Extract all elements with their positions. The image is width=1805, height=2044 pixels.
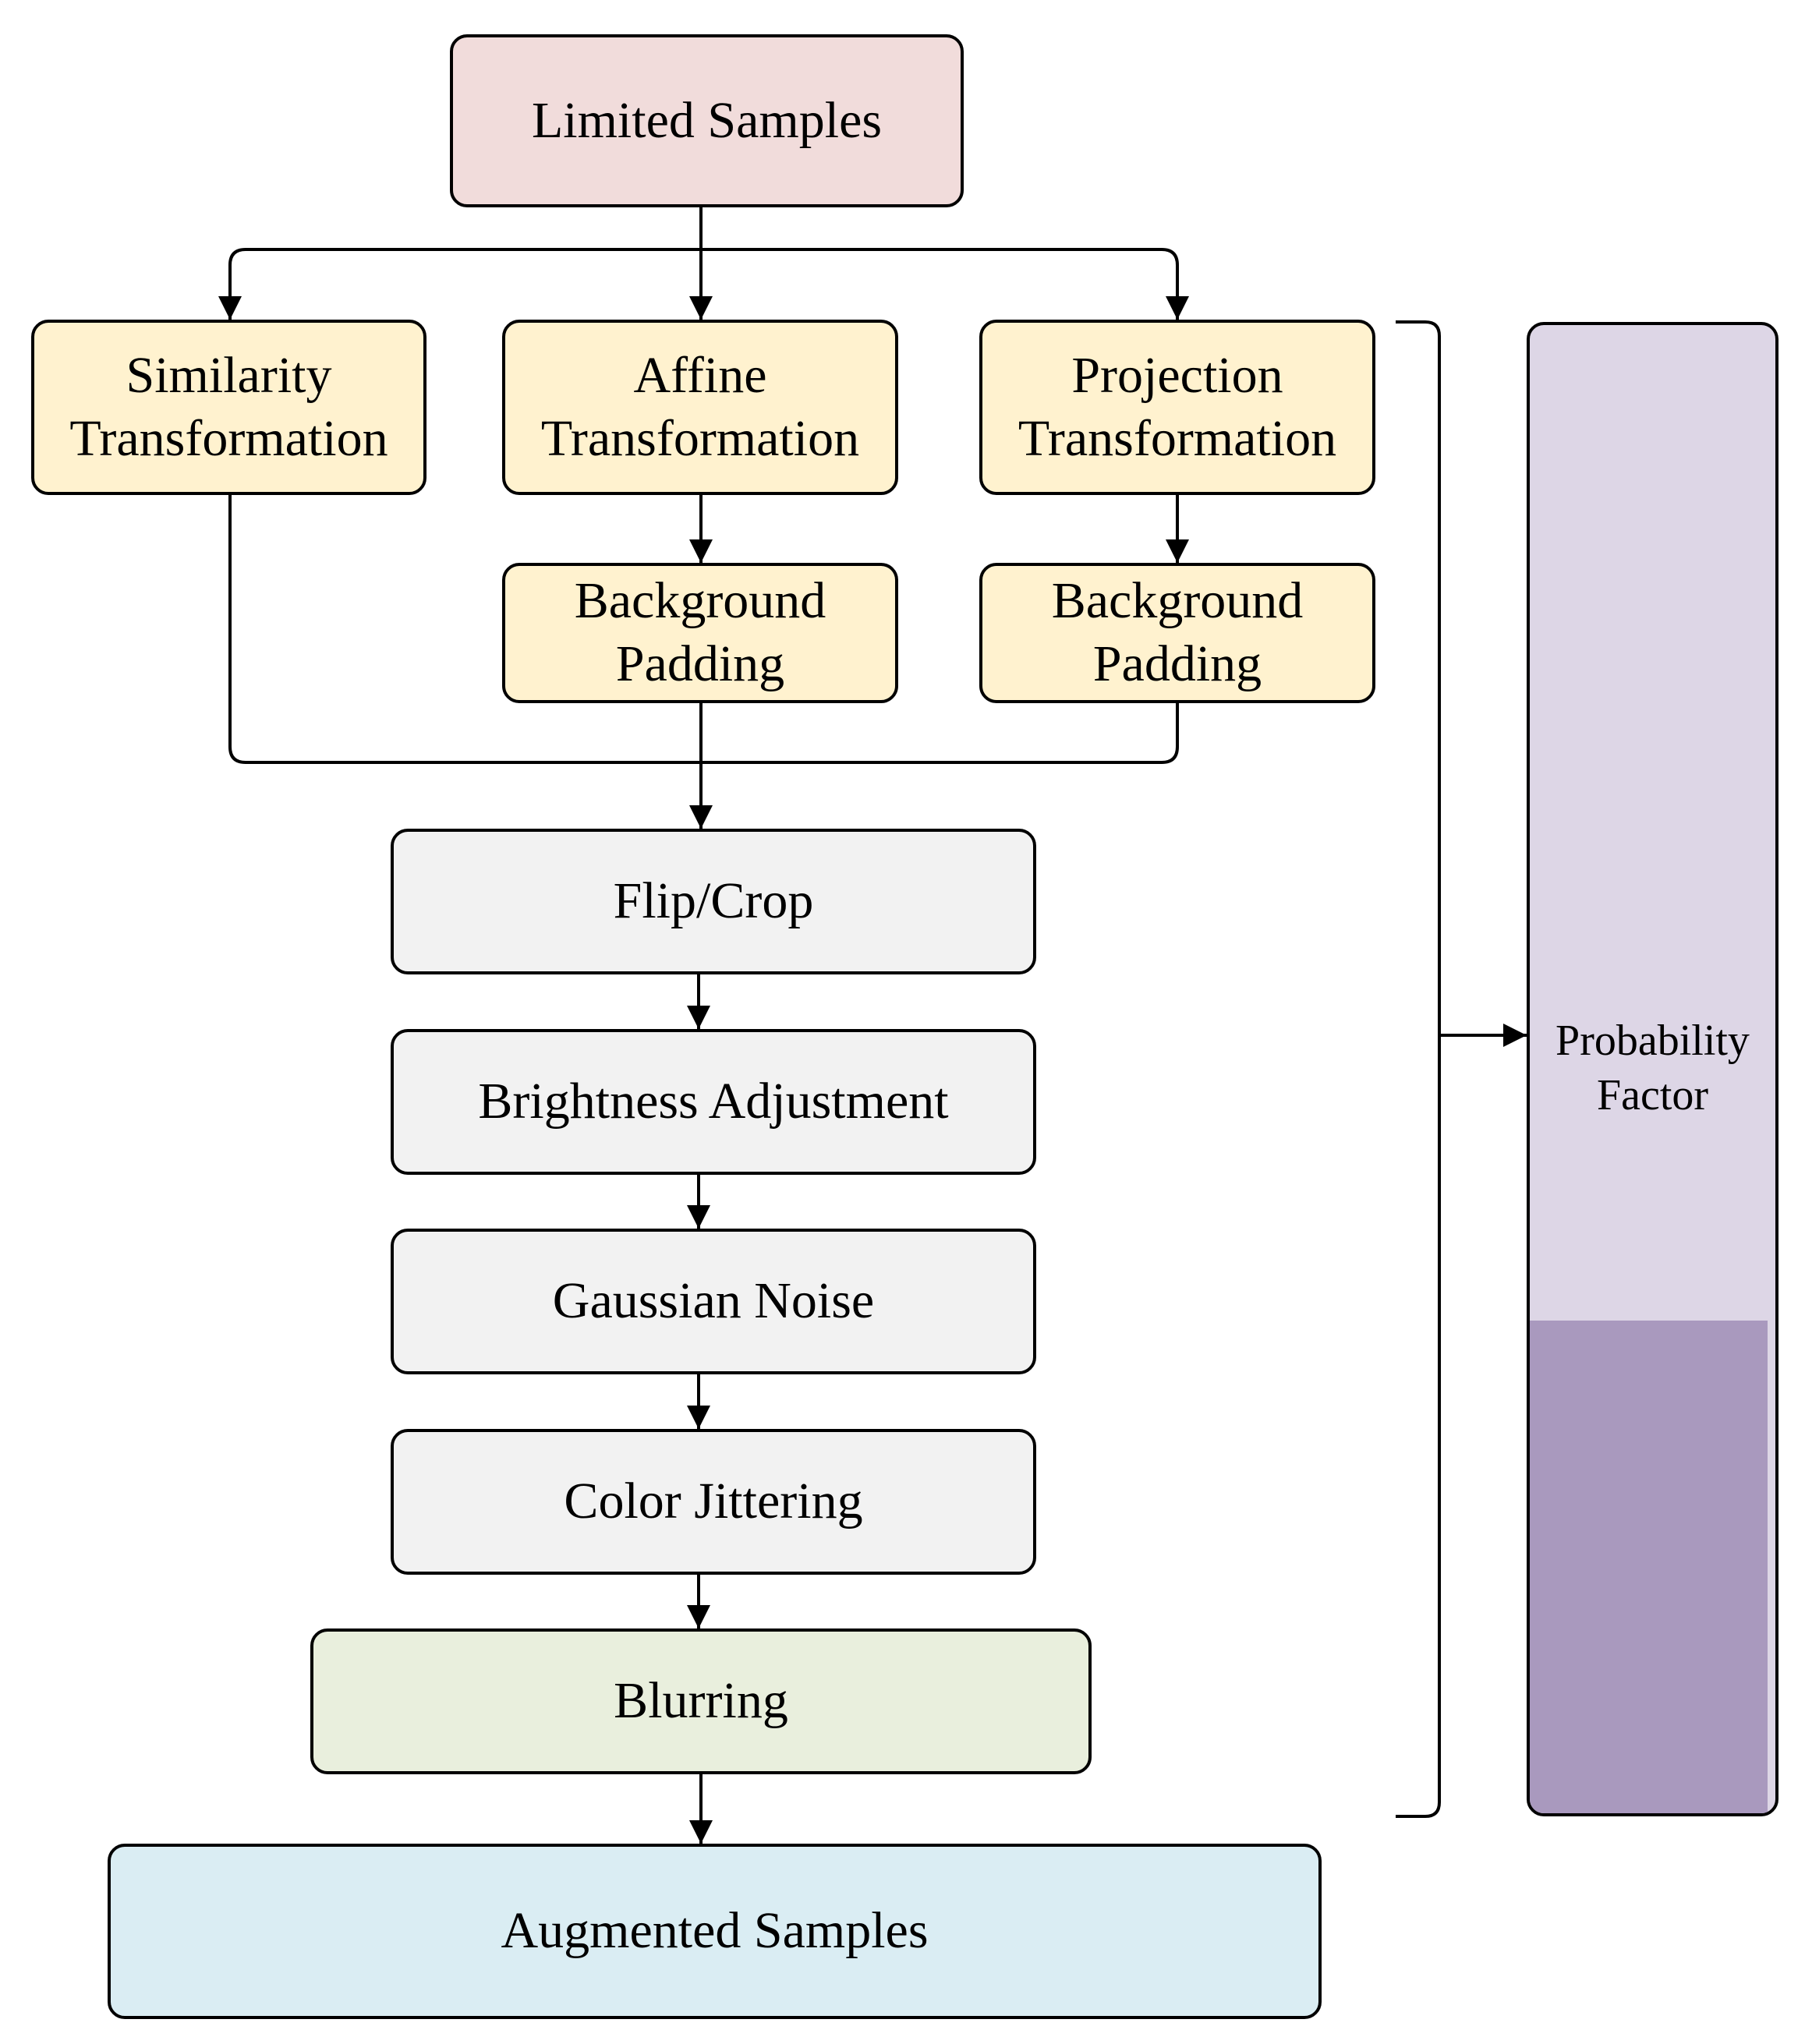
background-padding-projection-box: Background Padding (979, 563, 1375, 703)
similarity-label-line2: Transformation (69, 409, 388, 467)
probability-factor-fill (1530, 1321, 1768, 1813)
limited-samples-box: Limited Samples (450, 34, 964, 207)
merge-similarity (228, 493, 701, 764)
affine-label-line1: Affine (633, 346, 767, 404)
color-jittering-box: Color Jittering (391, 1429, 1036, 1575)
background-padding-affine-box: Background Padding (502, 563, 898, 703)
gaussian-noise-box: Gaussian Noise (391, 1229, 1036, 1374)
blurring-label: Blurring (614, 1672, 788, 1730)
similarity-label-line1: Similarity (126, 346, 332, 404)
color-jittering-label: Color Jittering (564, 1473, 863, 1530)
probability-label-line1: Probability (1555, 1017, 1750, 1065)
branch-to-similarity (218, 248, 701, 320)
gaussian-noise-label: Gaussian Noise (552, 1272, 875, 1330)
projection-label-line1: Projection (1071, 346, 1283, 404)
projection-label-line2: Transformation (1018, 409, 1337, 467)
bg-padding-affine-line2: Padding (615, 635, 785, 692)
projection-transformation-box: Projection Transformation (979, 320, 1375, 495)
brightness-label: Brightness Adjustment (478, 1073, 949, 1130)
probability-factor-bar (1527, 322, 1778, 1816)
similarity-transformation-box: Similarity Transformation (31, 320, 426, 495)
bg-padding-projection-line1: Background (1051, 572, 1304, 630)
range-brace (1396, 320, 1441, 1818)
probability-label-line2: Factor (1596, 1071, 1709, 1119)
flip-crop-box: Flip/Crop (391, 829, 1036, 974)
limited-samples-label: Limited Samples (531, 91, 883, 149)
bg-padding-affine-line1: Background (574, 572, 826, 630)
merge-projection (701, 702, 1179, 764)
flip-crop-label: Flip/Crop (613, 872, 814, 930)
bg-padding-projection-line2: Padding (1092, 635, 1262, 692)
blurring-box: Blurring (310, 1628, 1092, 1774)
branch-to-projection (701, 248, 1189, 320)
probability-factor-label: Probability Factor (1527, 1013, 1778, 1123)
augmented-samples-box: Augmented Samples (108, 1844, 1322, 2019)
brightness-adjustment-box: Brightness Adjustment (391, 1029, 1036, 1175)
affine-transformation-box: Affine Transformation (502, 320, 898, 495)
augmented-samples-label: Augmented Samples (501, 1902, 929, 1960)
affine-label-line2: Transformation (540, 409, 860, 467)
